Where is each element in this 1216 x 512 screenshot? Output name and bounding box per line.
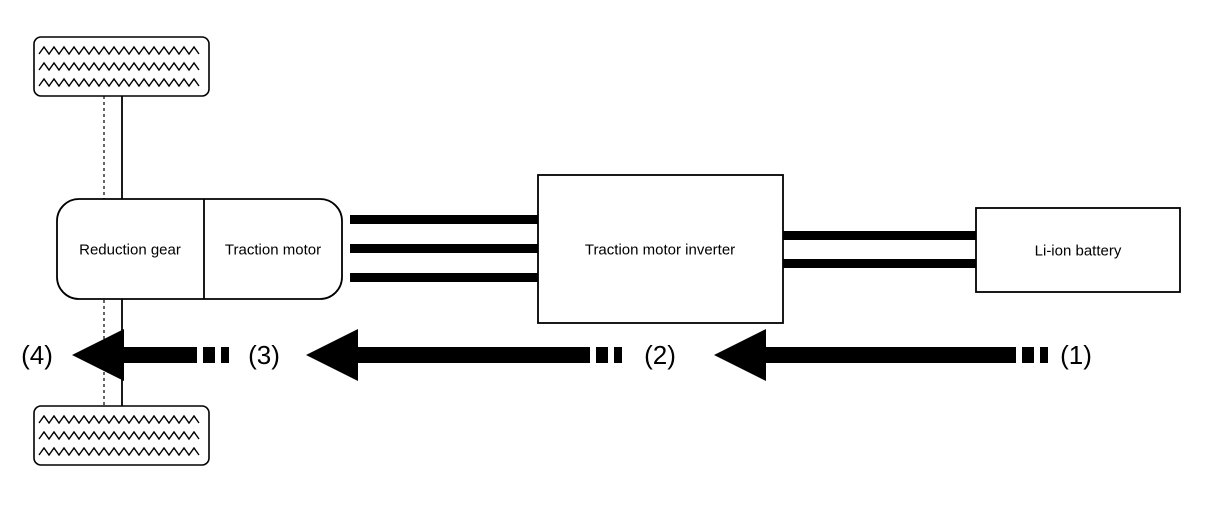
reduction-gear-label: Reduction gear (79, 241, 181, 259)
gear-motor-outline (56, 198, 343, 300)
arrow-head (72, 329, 124, 381)
inverter-box[interactable] (537, 174, 784, 324)
inverter-outline (537, 174, 784, 324)
arrow-tail-dash-1 (1022, 347, 1034, 363)
flow-arrow-3[interactable] (72, 329, 229, 381)
front-wheel[interactable] (33, 36, 210, 97)
battery-box[interactable] (975, 207, 1181, 293)
arrow-tail-dash-2 (1040, 347, 1048, 363)
arrow-shaft (358, 347, 590, 363)
arrow-tail-dash-1 (596, 347, 608, 363)
gear-motor-unit[interactable] (56, 198, 343, 300)
dc-cable-negative (782, 259, 978, 268)
rear-wheel[interactable] (33, 405, 210, 466)
phase-cable-v (350, 244, 540, 253)
arrow-tail-dash-1 (203, 347, 215, 363)
phase-cable-u (350, 215, 540, 224)
flow-label-2: (2) (644, 340, 676, 370)
flow-label-4: (4) (21, 340, 53, 370)
dc-cable-icon (782, 231, 978, 268)
arrow-shaft (124, 347, 197, 363)
flow-arrow-1[interactable] (714, 329, 1048, 381)
battery-label: Li-ion battery (1034, 242, 1122, 260)
three-phase-cable-icon (350, 215, 540, 282)
flow-arrow-2[interactable] (306, 329, 622, 381)
flow-label-3: (3) (248, 340, 280, 370)
inverter-label: Traction motor inverter (584, 241, 736, 259)
arrow-head (714, 329, 766, 381)
phase-cable-w (350, 273, 540, 282)
flow-label-1: (1) (1060, 340, 1092, 370)
battery-outline (975, 207, 1181, 293)
arrow-tail-dash-2 (614, 347, 622, 363)
arrow-head (306, 329, 358, 381)
arrow-tail-dash-2 (221, 347, 229, 363)
traction-motor-label: Traction motor (224, 241, 322, 259)
dc-cable-positive (782, 231, 978, 240)
arrow-shaft (766, 347, 1016, 363)
